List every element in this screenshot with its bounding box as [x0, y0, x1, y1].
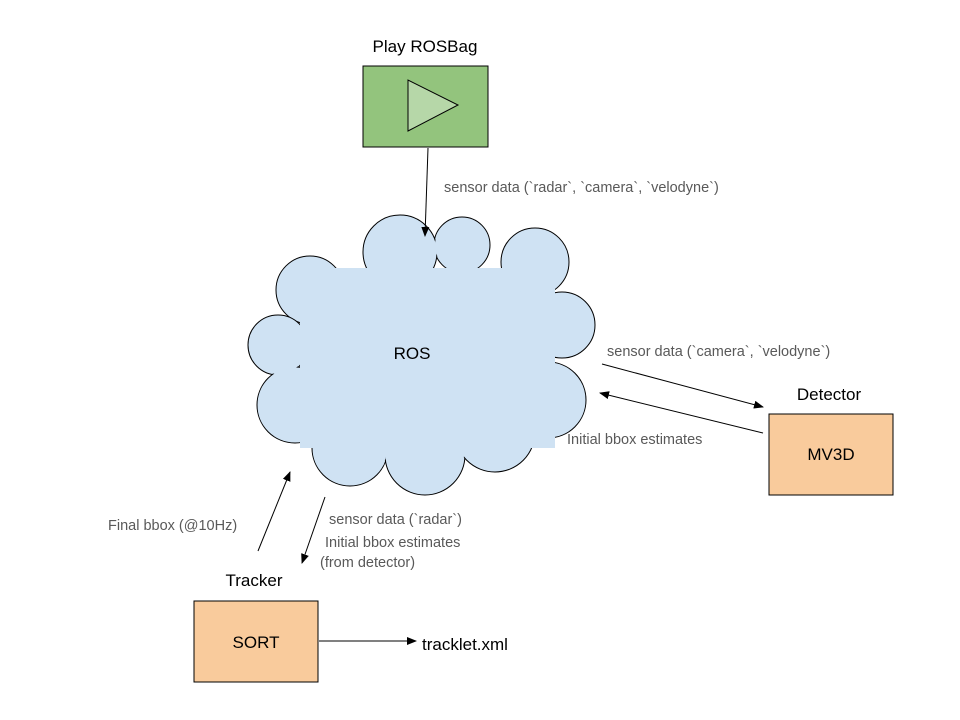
detector-label: MV3D: [807, 445, 854, 464]
edge-label-ros-to-tracker-2: Initial bbox estimates: [325, 535, 460, 551]
arrow-player-to-ros: [421, 147, 430, 237]
edge-label-detector-to-ros: Initial bbox estimates: [567, 432, 702, 448]
arrow-ros-to-tracker: [301, 496, 326, 564]
player-title: Play ROSBag: [373, 37, 478, 56]
arrow-detector-to-ros: [599, 391, 764, 434]
arrow-tracker-to-ros: [257, 471, 291, 552]
edge-label-tracker-to-ros: Final bbox (@10Hz): [108, 518, 237, 534]
tracker-title: Tracker: [226, 571, 283, 590]
tracker-label: SORT: [233, 633, 280, 652]
ros-cloud: [247, 214, 596, 496]
detector-title: Detector: [797, 385, 862, 404]
arrow-ros-to-detector: [601, 363, 764, 409]
edge-label-ros-to-tracker-1: sensor data (`radar`): [329, 512, 462, 528]
output-label: tracklet.xml: [422, 635, 508, 654]
play-icon: [407, 79, 460, 132]
detector-box: [768, 413, 894, 496]
edge-label-player-to-ros: sensor data (`radar`, `camera`, `velodyn…: [444, 180, 719, 196]
edge-label-ros-to-tracker-3: (from detector): [320, 555, 415, 571]
edge-label-ros-to-detector: sensor data (`camera`, `velodyne`): [607, 344, 830, 360]
ros-label: ROS: [394, 344, 431, 363]
tracker-box: [193, 600, 319, 683]
